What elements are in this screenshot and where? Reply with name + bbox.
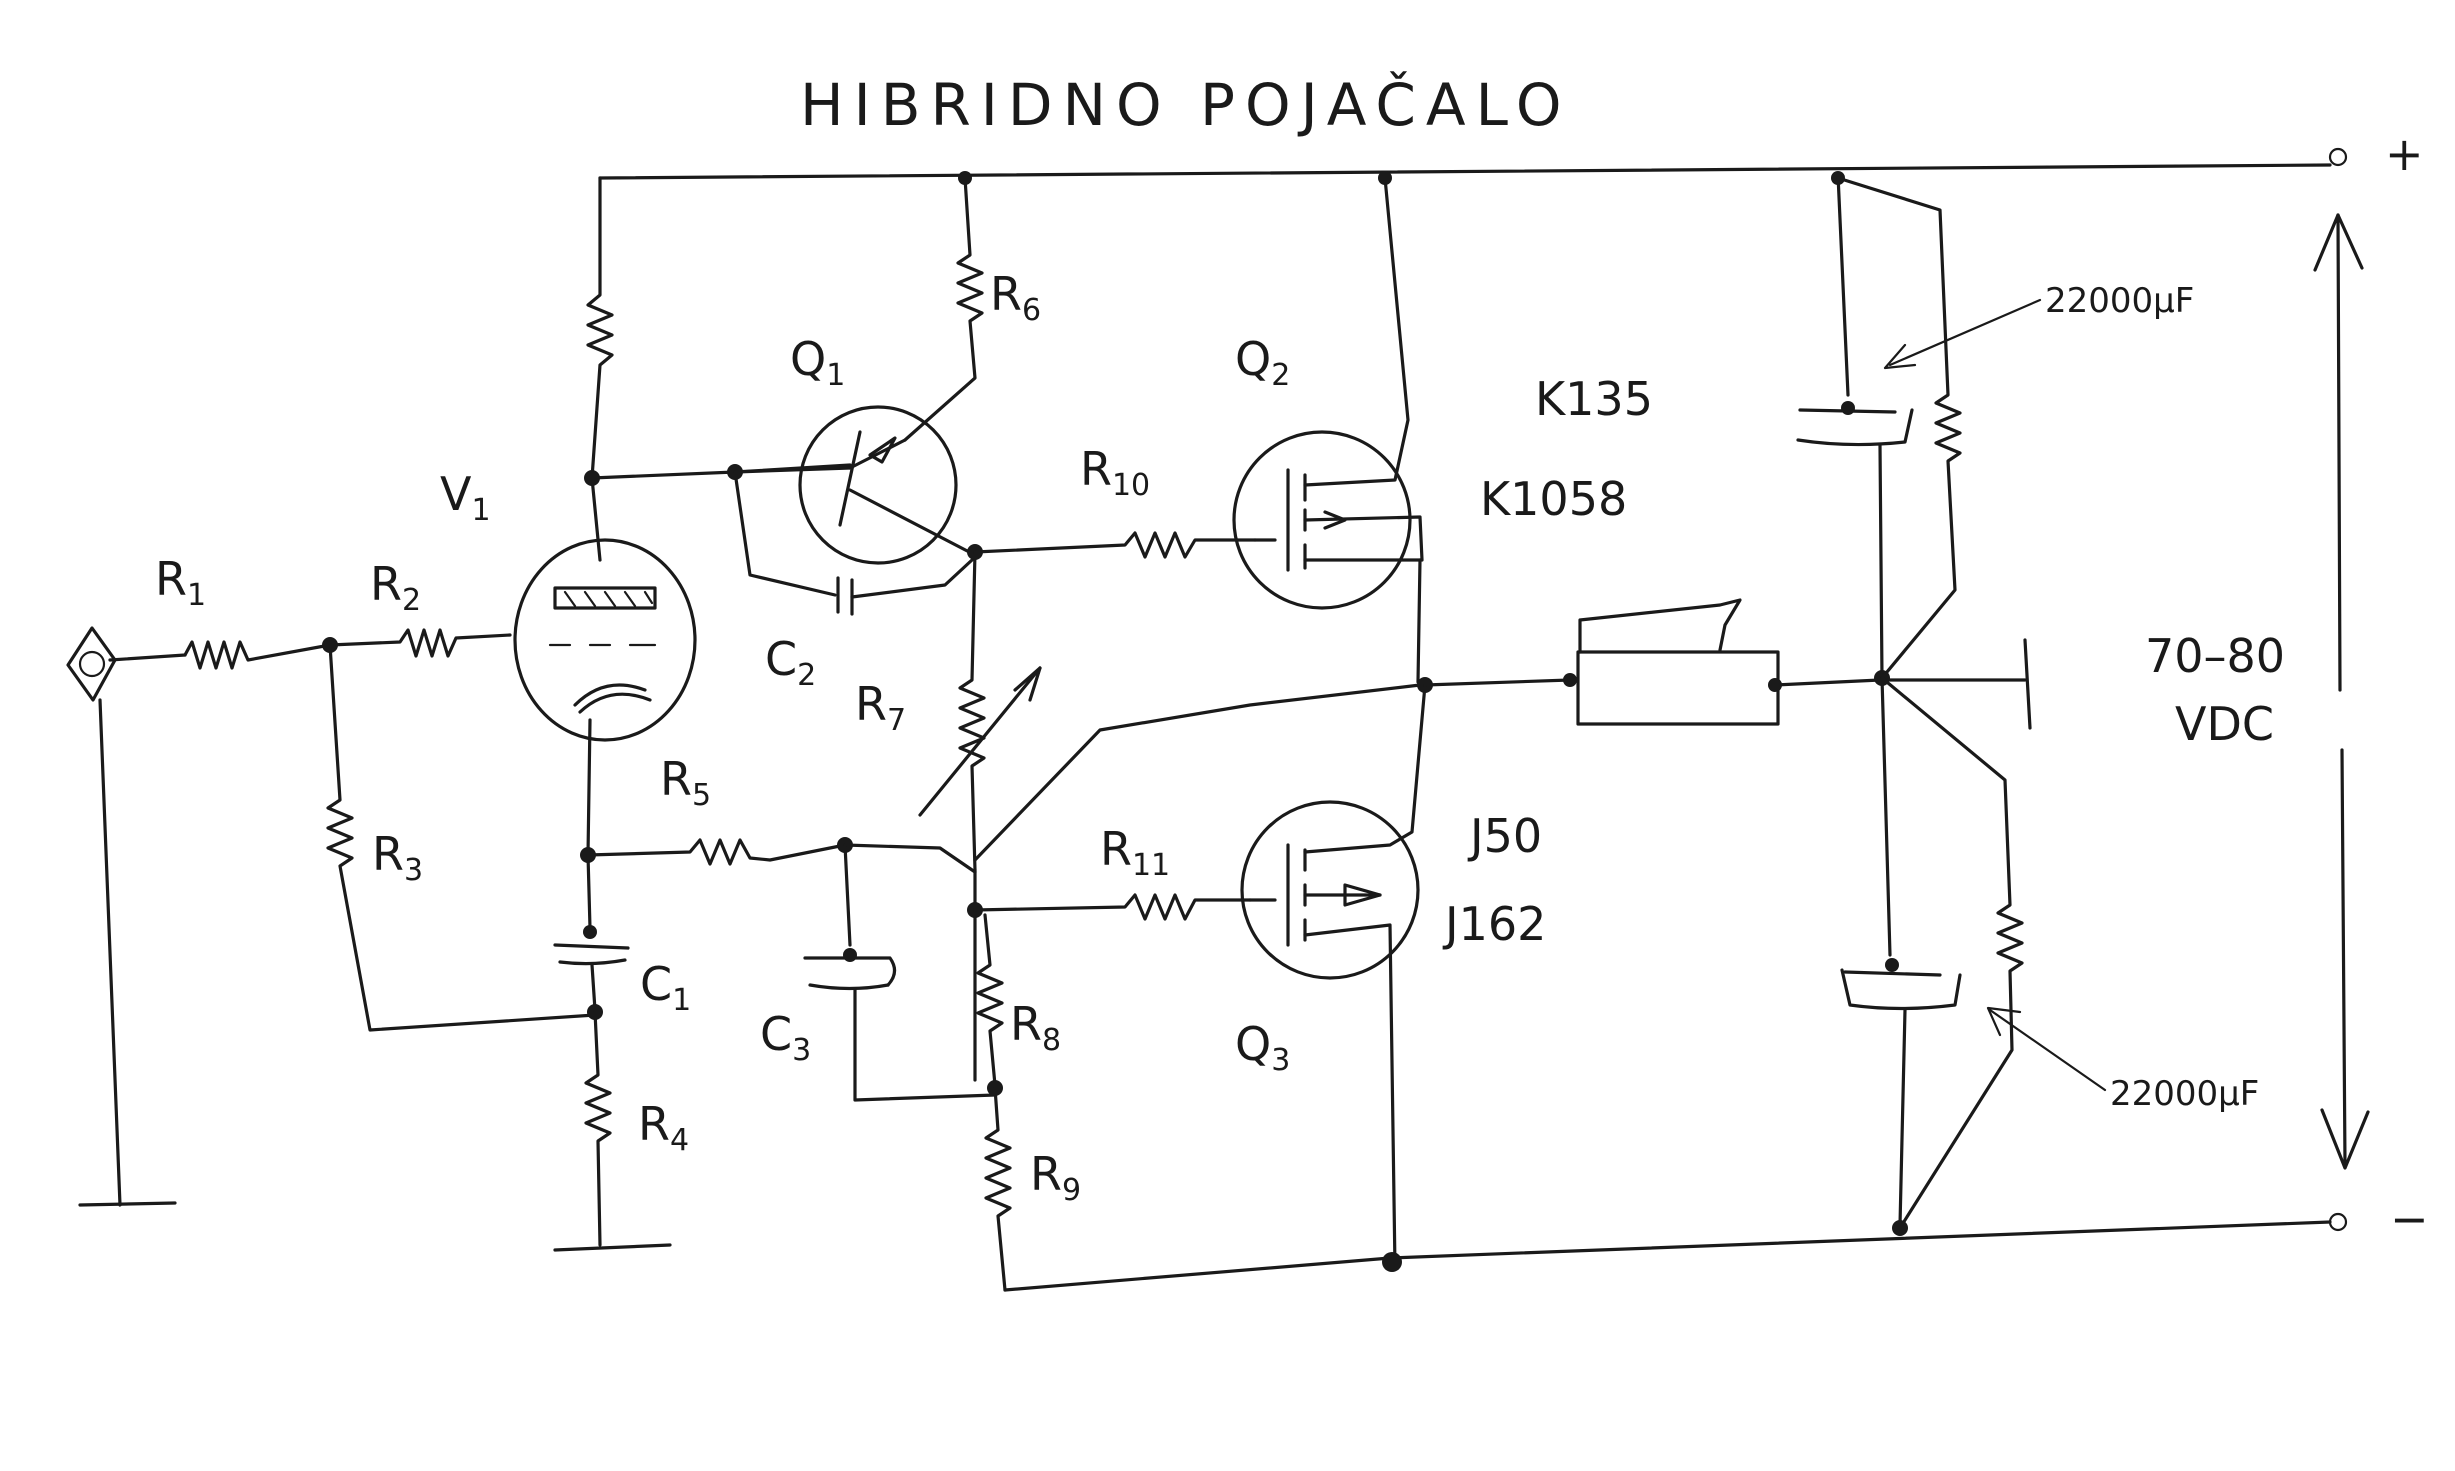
wire-cathode [586, 718, 592, 857]
transistor-q1: Q1 [733, 332, 977, 565]
cap-top-value: 22000μF [2045, 281, 2194, 321]
resistor-r1: R1 [155, 552, 332, 670]
r6-label: R6 [990, 267, 1041, 328]
resistor-r3: R3 [326, 643, 597, 1032]
bleeder-resistor-bottom [1880, 676, 2024, 1230]
capacitor-c1: C1 [553, 943, 691, 1018]
q3-part-1: J50 [1467, 809, 1542, 863]
c3-label: C3 [760, 1007, 811, 1068]
capacitor-filter-bottom: 22000μF [1840, 676, 2259, 1227]
diagram-title: HIBRIDNO POJAČALO [800, 70, 1572, 139]
plate-resistor [586, 176, 614, 562]
v1-label: V1 [440, 467, 491, 528]
r5-label: R5 [660, 752, 711, 813]
input-jack [66, 626, 187, 1207]
resistor-r9: R9 [984, 1086, 1081, 1292]
node-c1-top [583, 925, 597, 939]
q2-label: Q2 [1235, 332, 1290, 393]
q2-part-1: K135 [1535, 372, 1653, 426]
resistor-r6: R6 [903, 176, 1041, 442]
wire-feedback [973, 683, 1422, 862]
r10-label: R10 [1080, 442, 1150, 503]
r1-label: R1 [155, 552, 206, 613]
c1-label: C1 [640, 957, 691, 1018]
node-r6-top [958, 171, 972, 185]
bleeder-resistor-top [1836, 176, 1962, 680]
supply-voltage-arrow: 70–80 VDC [2145, 213, 2370, 1170]
r7-label: R7 [855, 677, 906, 738]
q3-part-2: J162 [1442, 897, 1546, 951]
supply-voltage-unit: VDC [2175, 697, 2274, 751]
r8-label: R8 [1010, 997, 1061, 1058]
capacitor-c3: C3 [760, 843, 997, 1102]
c2-label: C2 [765, 632, 816, 693]
minus-terminal-label: − [2390, 1192, 2429, 1246]
capacitor-filter-top: 22000μF [1796, 173, 2194, 680]
r2-label: R2 [370, 557, 421, 618]
resistor-r4: R4 [553, 1010, 689, 1252]
q1-label: Q1 [790, 332, 845, 393]
capacitor-c2: C2 [733, 470, 974, 693]
resistor-r5: R5 [586, 752, 847, 866]
r11-label: R11 [1100, 822, 1170, 883]
node-q2-drain [1378, 171, 1392, 185]
resistor-r8: R8 [976, 913, 1061, 1087]
resistor-r10: R10 [973, 442, 1257, 559]
positive-rail: + [598, 127, 2424, 181]
speaker [1423, 598, 1882, 726]
mosfet-q3: Q3 J50 J162 [1235, 683, 1546, 1270]
tube-v1: V1 [440, 467, 697, 742]
wire-plate-to-q1 [590, 463, 852, 480]
center-ground-symbol [2023, 638, 2032, 730]
r4-label: R4 [638, 1097, 689, 1158]
supply-voltage-value: 70–80 [2145, 629, 2285, 683]
plus-terminal-label: + [2385, 127, 2424, 181]
wire-r5-to-bias [843, 843, 977, 874]
node-q3-source [1382, 1252, 1402, 1272]
r9-label: R9 [1030, 1147, 1081, 1208]
r3-label: R3 [372, 827, 423, 888]
mosfet-q2: Q2 K135 K1058 [1232, 176, 1653, 684]
resistor-r2: R2 [328, 557, 512, 658]
resistor-r7: R7 [855, 550, 1042, 872]
wire-cathode-c1 [586, 853, 592, 930]
resistor-r11: R11 [973, 822, 1252, 921]
cap-bottom-value: 22000μF [2110, 1074, 2259, 1114]
q3-label: Q3 [1235, 1017, 1290, 1078]
negative-rail: − [1003, 1192, 2429, 1292]
q2-part-2: K1058 [1480, 472, 1627, 526]
